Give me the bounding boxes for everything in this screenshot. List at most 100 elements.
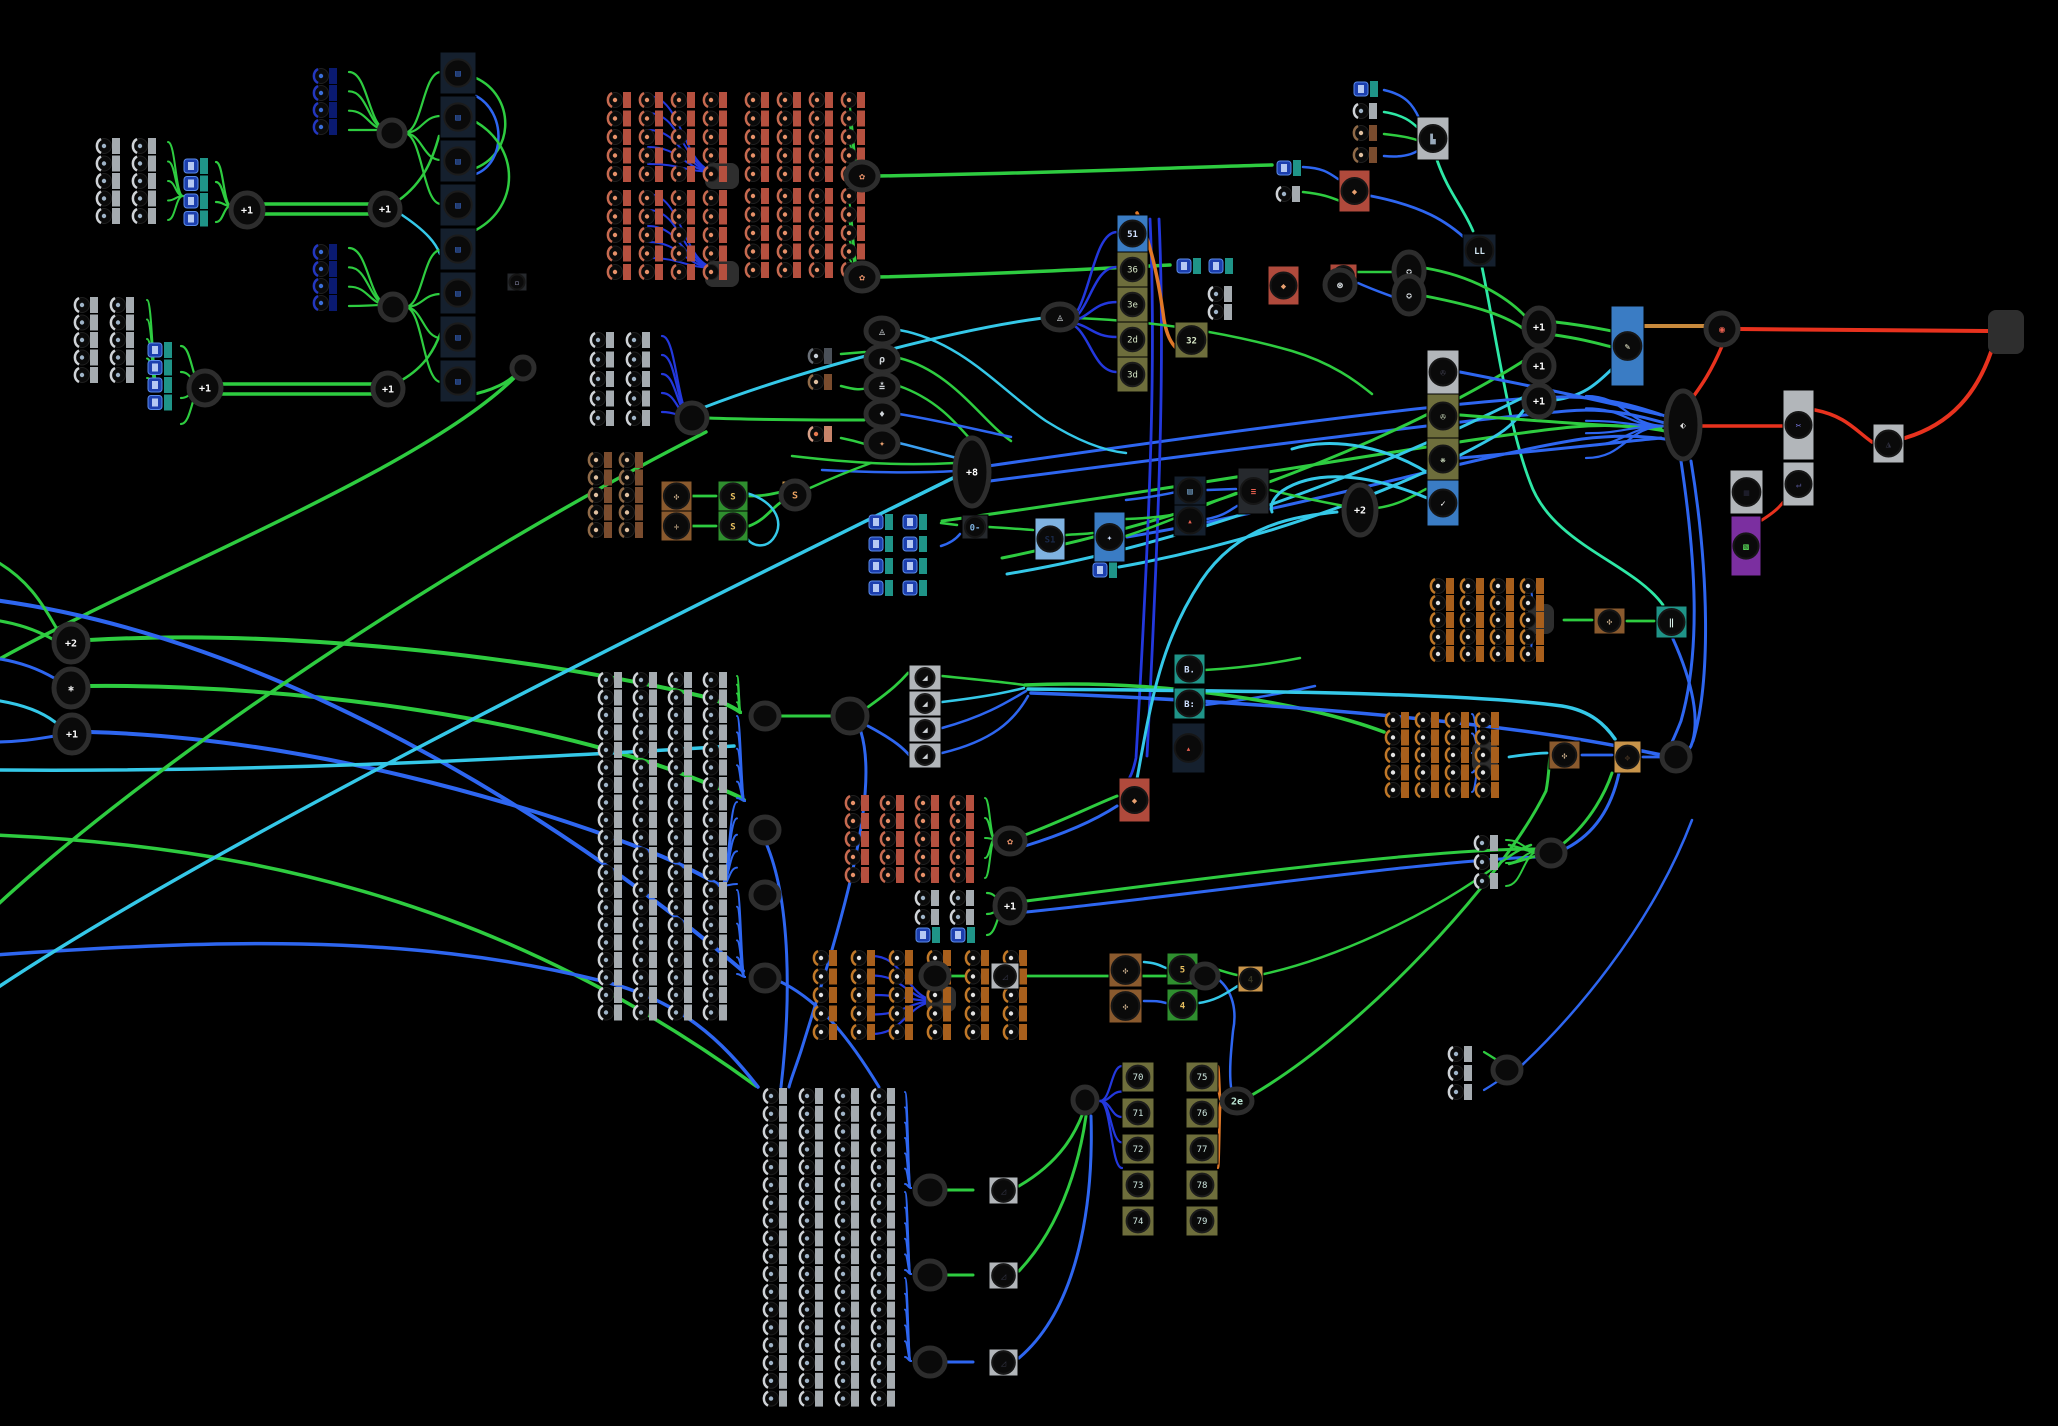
round-node[interactable]: ✿ (843, 260, 881, 294)
round-node[interactable]: +2 (1341, 482, 1379, 538)
node-pair[interactable] (597, 671, 623, 689)
round-node[interactable]: ⬖ (1663, 388, 1703, 462)
node-pair[interactable] (915, 927, 940, 943)
node-pair[interactable] (597, 689, 623, 706)
node-pair[interactable] (597, 916, 623, 934)
node-pair[interactable] (762, 1105, 788, 1122)
node-cluster[interactable] (1276, 160, 1301, 176)
node-pair[interactable] (597, 846, 623, 864)
round-node[interactable]: ✦ (863, 426, 901, 460)
node-pair[interactable] (808, 224, 834, 242)
node-pair[interactable] (834, 1337, 860, 1354)
node-pair[interactable] (798, 1283, 824, 1300)
round-node[interactable]: ⊛ (1322, 267, 1358, 303)
node-pair[interactable] (702, 934, 728, 951)
block-node[interactable]: ✥ (1613, 740, 1642, 774)
node-pair[interactable] (762, 1301, 788, 1318)
node-pair[interactable] (744, 206, 770, 223)
block-node[interactable]: ◿ (990, 962, 1020, 990)
node-pair[interactable] (702, 899, 728, 916)
node-pair[interactable] (597, 794, 623, 811)
node-pair[interactable] (834, 1372, 860, 1389)
node-pair[interactable] (606, 245, 632, 262)
node-pair[interactable] (949, 830, 975, 848)
node-pair[interactable] (834, 1230, 860, 1247)
node-pair[interactable] (798, 1319, 824, 1336)
node-pair[interactable] (744, 147, 770, 164)
round-node[interactable]: ✱ (51, 666, 91, 710)
block-node[interactable]: ‖ (1655, 605, 1688, 639)
node-pair[interactable] (597, 829, 623, 846)
node-pair[interactable] (1002, 949, 1028, 967)
node-pair[interactable] (1352, 146, 1378, 164)
node-pair[interactable] (812, 986, 838, 1004)
node-pair[interactable] (914, 866, 940, 884)
node-pair[interactable] (888, 1023, 914, 1041)
block-node[interactable]: ◆ (1267, 265, 1300, 306)
node-pair[interactable] (798, 1230, 824, 1247)
node-pair[interactable] (949, 812, 975, 830)
node-pair[interactable] (625, 331, 651, 349)
node-pair[interactable] (670, 263, 696, 281)
node-pair[interactable] (1474, 764, 1500, 781)
node-pair[interactable] (1473, 872, 1499, 890)
block-node[interactable]: ▤ (1173, 475, 1207, 506)
node-pair[interactable] (834, 1141, 860, 1158)
node-pair[interactable] (606, 165, 632, 183)
block-node[interactable]: ≡ (1237, 467, 1270, 515)
node-pair[interactable] (1276, 160, 1301, 176)
node-pair[interactable] (744, 128, 770, 146)
block-node[interactable]: ✛ (660, 510, 693, 542)
block-node[interactable]: B: (1173, 687, 1206, 720)
node-pair[interactable] (902, 558, 927, 574)
node-cluster[interactable] (915, 927, 975, 943)
node-pair[interactable] (131, 155, 157, 172)
node-pair[interactable] (762, 1087, 788, 1105)
node-cluster[interactable] (95, 137, 157, 225)
node-pair[interactable] (702, 724, 728, 741)
node-pair[interactable] (1429, 645, 1455, 663)
node-pair[interactable] (1474, 711, 1500, 729)
node-stack[interactable]: ▤▤▤▤▤▤▤▤ (439, 51, 477, 403)
node-pair[interactable] (702, 263, 728, 281)
node-pair[interactable] (914, 908, 940, 926)
node-pair[interactable] (667, 916, 693, 934)
node-pair[interactable] (808, 243, 834, 260)
node-pair[interactable] (888, 1005, 914, 1022)
node-cluster[interactable] (597, 671, 728, 1021)
node-pair[interactable] (798, 1176, 824, 1194)
node-pair[interactable] (1429, 594, 1455, 612)
node-pair[interactable] (840, 110, 866, 127)
node-pair[interactable] (670, 91, 696, 109)
node-pair[interactable] (964, 949, 990, 967)
block-node[interactable]: ✦ (1093, 511, 1126, 563)
node-pair[interactable] (638, 263, 664, 281)
node-pair[interactable] (834, 1194, 860, 1211)
node-pair[interactable] (1459, 645, 1485, 663)
node-cluster[interactable] (312, 243, 338, 312)
round-node[interactable]: ◬ (1040, 301, 1080, 333)
round-node[interactable]: +8 (952, 435, 992, 509)
node-pair[interactable] (312, 101, 338, 119)
node-pair[interactable] (1384, 764, 1410, 781)
node-cluster[interactable] (1352, 124, 1378, 142)
node-pair[interactable] (131, 137, 157, 155)
block-node[interactable]: ▴ (1173, 504, 1207, 537)
node-pair[interactable] (131, 207, 157, 225)
node-pair[interactable] (625, 351, 651, 368)
node-pair[interactable] (632, 934, 658, 951)
node-pair[interactable] (834, 1123, 860, 1140)
node-pair[interactable] (638, 128, 664, 146)
node-pair[interactable] (670, 245, 696, 262)
node-cluster[interactable] (868, 514, 927, 596)
node-pair[interactable] (597, 969, 623, 986)
node-pair[interactable] (840, 128, 866, 146)
node-pair[interactable] (870, 1319, 896, 1336)
node-pair[interactable] (868, 536, 893, 552)
block-node[interactable]: ▧ (1730, 515, 1762, 577)
node-pair[interactable] (964, 1005, 990, 1022)
node-pair[interactable] (632, 846, 658, 864)
round-node[interactable] (748, 814, 782, 846)
node-pair[interactable] (776, 261, 802, 279)
